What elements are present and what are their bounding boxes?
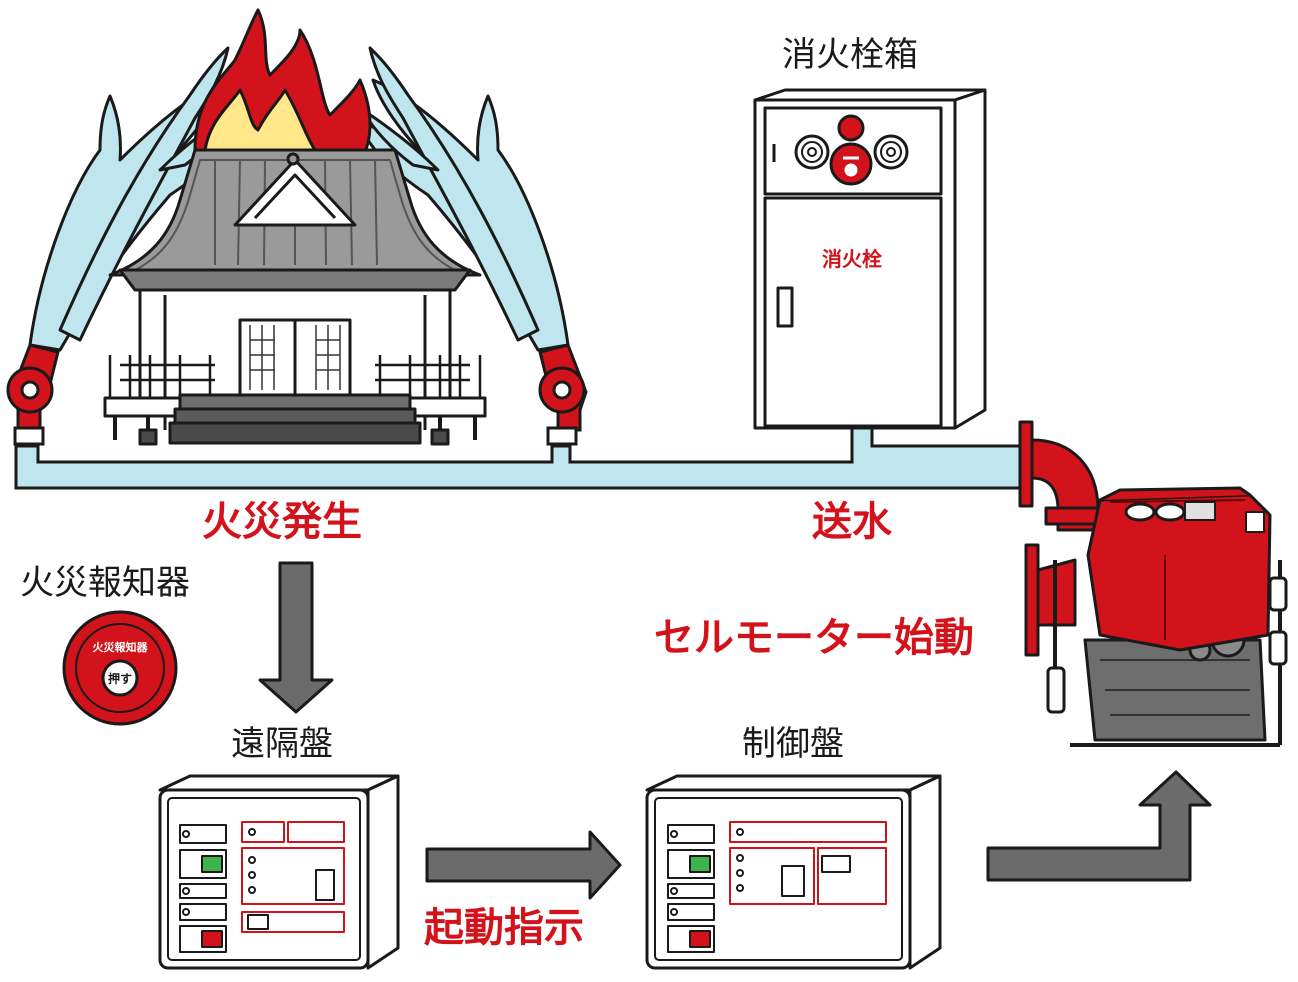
starter-motor-label: セルモーター始動 [654, 615, 974, 661]
water-spray-right [356, 46, 570, 352]
flame [193, 8, 372, 154]
water-supply-label: 送水 [812, 499, 892, 545]
fire-alarm-label: 火災報知器 [20, 563, 190, 603]
alarm-button-text: 押す [108, 671, 132, 686]
hydrant-box-label: 消火栓箱 [782, 35, 918, 75]
temple-building [103, 148, 487, 446]
fire-occurrence-label: 火災発生 [202, 499, 362, 545]
alarm-face-text: 火災報知器 [93, 640, 149, 654]
fire-pump [1018, 420, 1288, 747]
nozzle-right [538, 343, 588, 446]
remote-panel-label: 遠隔盤 [231, 724, 333, 764]
hydrant-cabinet [753, 88, 987, 430]
alarm-button [62, 610, 178, 726]
hydrant-plate-text: 消火栓 [822, 247, 882, 271]
control-panel-label: 制御盤 [742, 724, 844, 764]
remote-panel [158, 774, 400, 970]
nozzle-left [6, 343, 60, 446]
control-panel [645, 774, 942, 970]
arrow-right [425, 830, 622, 900]
water-pipe [14, 426, 1024, 490]
arrow-up-right [986, 770, 1212, 882]
arrow-down [258, 561, 334, 714]
start-command-label: 起動指示 [424, 905, 584, 951]
